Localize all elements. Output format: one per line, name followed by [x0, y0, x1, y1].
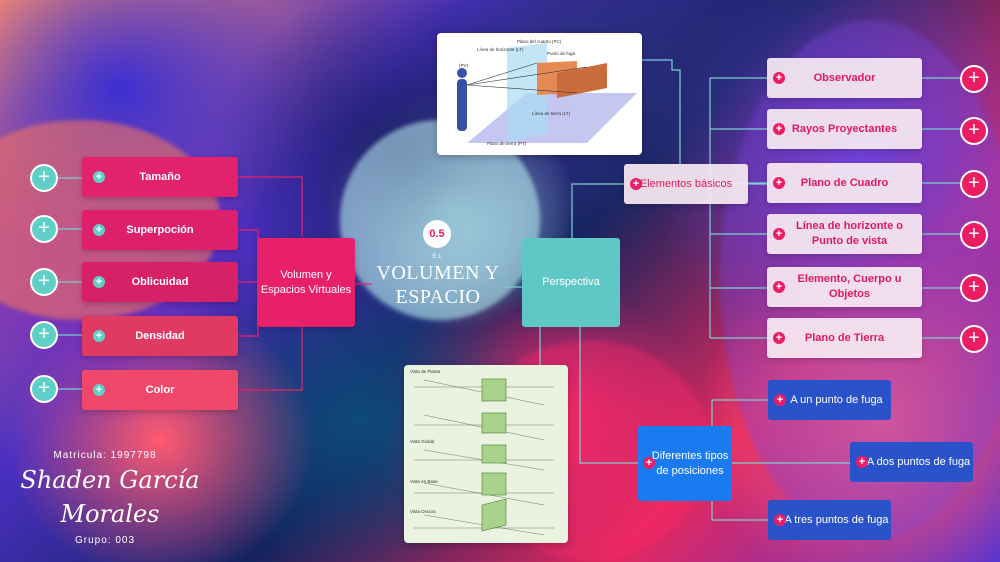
- center-badge-text: 0.5: [429, 228, 445, 240]
- expand-icon[interactable]: +: [93, 330, 105, 342]
- left-item-label: Superpoción: [126, 223, 194, 236]
- element-item-elemento[interactable]: Elemento, Cuerpo u Objetos: [767, 267, 922, 307]
- expand-icon[interactable]: +: [630, 178, 642, 190]
- left-item-oblicuidad[interactable]: Oblicuidad: [82, 262, 238, 302]
- expand-icon[interactable]: +: [773, 72, 785, 84]
- author-name-line1: Shaden García: [20, 466, 200, 494]
- left-item-label: Tamaño: [139, 170, 181, 183]
- tipo-item-dos-puntos[interactable]: A dos puntos de fuga: [850, 442, 973, 482]
- left-item-color[interactable]: Color: [82, 370, 238, 410]
- views-label: Vista en Base: [410, 479, 438, 484]
- add-node-icon[interactable]: +: [960, 65, 988, 93]
- expand-icon[interactable]: +: [774, 514, 786, 526]
- views-label: Vista Global: [410, 439, 434, 444]
- element-item-rayos[interactable]: Rayos Proyectantes: [767, 109, 922, 149]
- left-item-densidad[interactable]: Densidad: [82, 316, 238, 356]
- left-item-label: Oblicuidad: [131, 275, 189, 288]
- tipo-item-tres-puntos[interactable]: A tres puntos de fuga: [768, 500, 891, 540]
- expand-icon[interactable]: +: [93, 276, 105, 288]
- node-elementos-basicos[interactable]: Elementos básicos: [624, 164, 748, 204]
- node-label: Diferentes tipos de posiciones: [651, 449, 729, 477]
- add-node-icon[interactable]: +: [30, 164, 58, 192]
- author-matricula: Matricula: 1997798: [53, 450, 157, 461]
- author-grupo: Grupo: 003: [74, 535, 136, 546]
- element-item-label: Plano de Cuadro: [800, 176, 889, 189]
- expand-icon[interactable]: +: [93, 171, 105, 183]
- center-badge: 0.5: [423, 220, 451, 248]
- add-node-icon[interactable]: +: [30, 268, 58, 296]
- views-label: Vista Oscura: [410, 509, 436, 514]
- views-illustration: Vista de Planta Vista Global Vista en Ba…: [410, 369, 554, 536]
- expand-icon[interactable]: +: [773, 228, 785, 240]
- add-node-icon[interactable]: +: [30, 321, 58, 349]
- element-item-observador[interactable]: Observador: [767, 58, 922, 98]
- add-node-icon[interactable]: +: [960, 221, 988, 249]
- main-node-volumen[interactable]: Volumen y Espacios Virtuales: [257, 238, 355, 327]
- element-item-label: Plano de Tierra: [804, 331, 885, 344]
- diagram-label: Línea de tierra (LT): [532, 111, 571, 116]
- diagram-label: Plano de tierra (PT): [487, 141, 527, 146]
- diagram-label: Plano del cuadro (PC): [517, 39, 562, 44]
- element-item-linea-horizonte[interactable]: Línea de horizonte o Punto de vista: [767, 214, 922, 254]
- center-title-line1: VOLUMEN Y: [376, 262, 500, 284]
- add-node-icon[interactable]: +: [960, 170, 988, 198]
- author-name-line2: Morales: [60, 500, 160, 528]
- center-prefix: EL: [432, 254, 444, 260]
- add-node-icon[interactable]: +: [960, 117, 988, 145]
- center-title-line2: ESPACIO: [395, 286, 481, 308]
- expand-icon[interactable]: +: [93, 224, 105, 236]
- main-node-perspectiva[interactable]: Perspectiva: [522, 238, 620, 327]
- element-item-label: Observador: [813, 71, 876, 84]
- add-node-icon[interactable]: +: [960, 274, 988, 302]
- diagram-label: (PV): [459, 63, 469, 68]
- element-item-label: Elemento, Cuerpo u Objetos: [797, 273, 902, 300]
- element-item-plano-cuadro[interactable]: Plano de Cuadro: [767, 163, 922, 203]
- expand-icon[interactable]: +: [856, 456, 868, 468]
- add-node-icon[interactable]: +: [30, 215, 58, 243]
- left-item-superpocion[interactable]: Superpoción: [82, 210, 238, 250]
- views-diagram-image: Vista de Planta Vista Global Vista en Ba…: [404, 365, 568, 543]
- element-item-label: Rayos Proyectantes: [791, 122, 898, 135]
- tipo-item-label: A dos puntos de fuga: [866, 455, 971, 468]
- add-node-icon[interactable]: +: [960, 325, 988, 353]
- expand-icon[interactable]: +: [774, 394, 786, 406]
- perspective-illustration: Plano del cuadro (PC) Línea de horizonte…: [457, 39, 637, 146]
- expand-icon[interactable]: +: [93, 384, 105, 396]
- tipo-item-label: A tres puntos de fuga: [784, 513, 889, 526]
- views-label: Vista de Planta: [410, 369, 441, 374]
- left-item-tamano[interactable]: Tamaño: [82, 157, 238, 197]
- expand-icon[interactable]: +: [773, 177, 785, 189]
- expand-icon[interactable]: +: [773, 123, 785, 135]
- element-item-plano-tierra[interactable]: Plano de Tierra: [767, 318, 922, 358]
- expand-icon[interactable]: +: [773, 281, 785, 293]
- diagram-label: Línea de horizonte (LT): [477, 47, 524, 52]
- main-node-label: Volumen y Espacios Virtuales: [260, 268, 352, 296]
- node-label: Elementos básicos: [639, 177, 733, 190]
- add-node-icon[interactable]: +: [30, 375, 58, 403]
- expand-icon[interactable]: +: [643, 457, 655, 469]
- tipo-item-label: A un punto de fuga: [790, 393, 883, 406]
- element-item-label: Línea de horizonte o Punto de vista: [796, 220, 903, 247]
- expand-icon[interactable]: +: [773, 332, 785, 344]
- diagram-label: Punto de fuga: [547, 51, 576, 56]
- main-node-label: Perspectiva: [542, 276, 600, 289]
- perspective-diagram-image: Plano del cuadro (PC) Línea de horizonte…: [437, 33, 642, 155]
- left-item-label: Color: [145, 383, 175, 396]
- tipo-item-un-punto[interactable]: A un punto de fuga: [768, 380, 891, 420]
- left-item-label: Densidad: [135, 329, 185, 342]
